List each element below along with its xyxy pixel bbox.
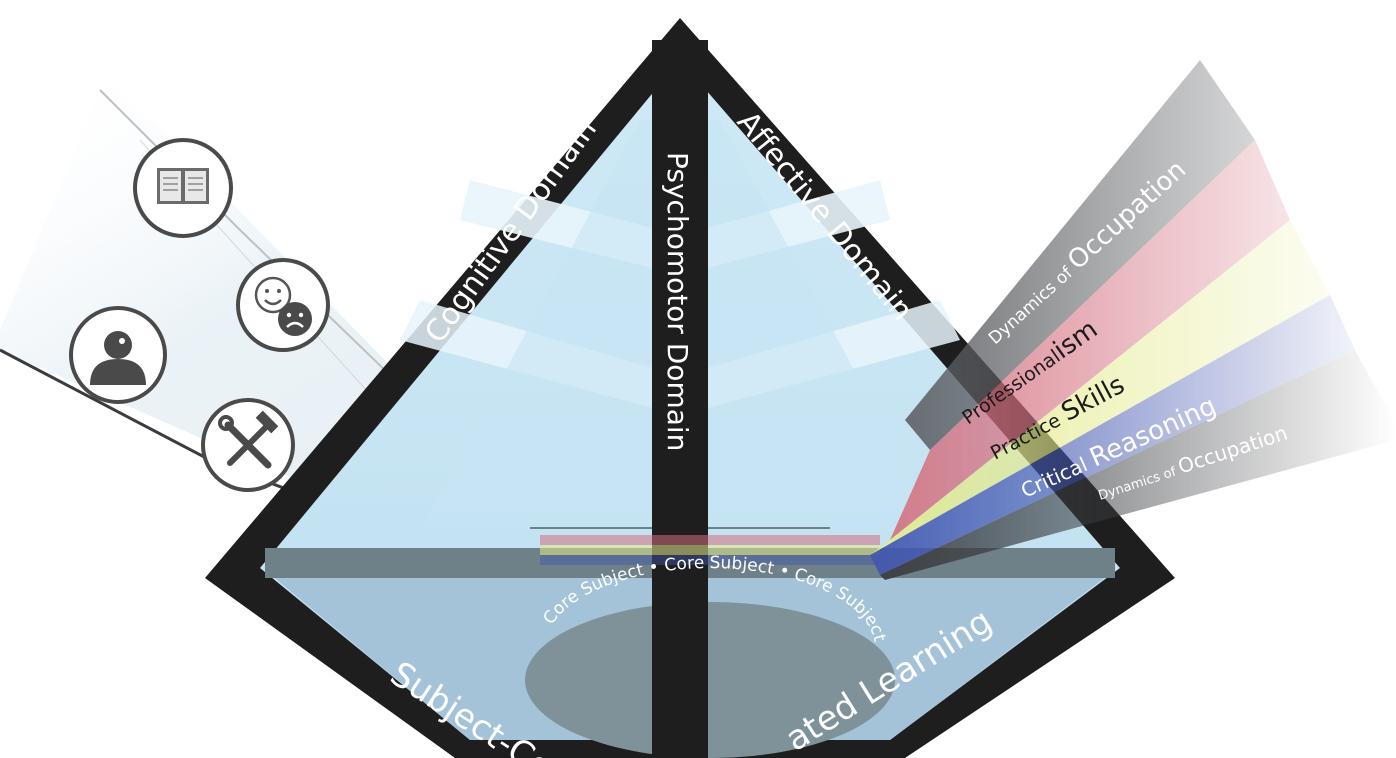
- internal-spectrum: [540, 535, 880, 565]
- beam-practice-skills: [870, 220, 1330, 555]
- psychomotor-domain-label: Psychomotor Domain: [661, 152, 694, 451]
- tools-icon: [201, 398, 295, 492]
- beam-critical-reasoning: [870, 295, 1355, 575]
- smile-frown-icon: [236, 258, 330, 352]
- core-subject-ellipse: [525, 602, 895, 758]
- person-thinking-icon: [69, 306, 167, 404]
- outgoing-spectrum: [870, 60, 1396, 580]
- beam-dynamics-top: [905, 60, 1255, 450]
- book-icon: [133, 138, 233, 238]
- beam-professionalism: [890, 140, 1290, 540]
- psychomotor-band: [652, 40, 708, 758]
- beam-dynamics-bottom: [880, 350, 1396, 580]
